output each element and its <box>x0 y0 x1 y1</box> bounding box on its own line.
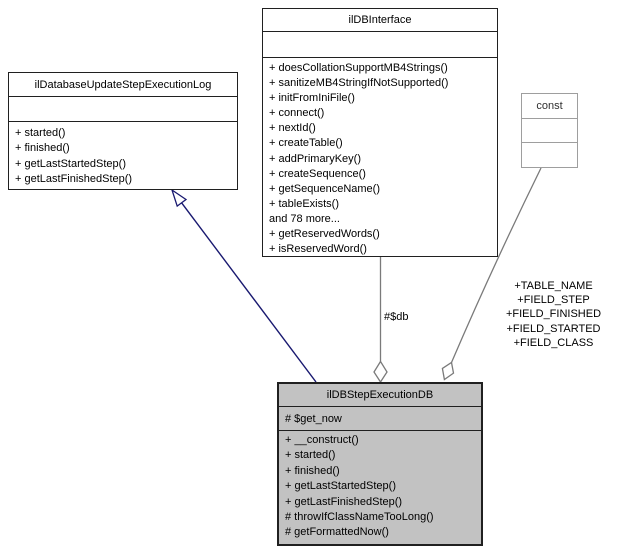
attributes-compartment <box>9 96 237 121</box>
method-label: and 78 more... <box>269 212 340 225</box>
method-label: + getReservedWords() <box>269 228 380 241</box>
method-label: + doesCollationSupportMB4Strings() <box>269 62 448 74</box>
method-label: + started() <box>15 127 66 139</box>
methods-compartment <box>522 142 577 166</box>
edge-label-const-fields: +TABLE_NAME+FIELD_STEP+FIELD_FINISHED+FI… <box>490 279 617 350</box>
method-label: + nextId() <box>269 122 316 135</box>
method-label: + started() <box>285 449 336 462</box>
method-label: + connect() <box>269 107 325 120</box>
attributes-compartment <box>522 118 577 142</box>
class-title: ilDBStepExecutionDB <box>326 389 434 401</box>
const-field-label: +FIELD_STEP <box>517 294 590 307</box>
method-label: + finished() <box>285 464 340 477</box>
attribute-label: # $get_now <box>285 413 342 425</box>
const-field-label: +FIELD_FINISHED <box>505 308 602 321</box>
class-title: ilDatabaseUpdateStepExecutionLog <box>34 78 212 91</box>
method-label: + createSequence() <box>269 167 366 180</box>
method-label: + isReservedWord() <box>269 243 367 256</box>
method-label: # throwIfClassNameTooLong() <box>285 511 434 524</box>
methods-compartment: + doesCollationSupportMB4Strings() + sani… <box>263 57 497 257</box>
method-label: + tableExists() <box>269 197 339 210</box>
method-label: + sanitizeMB4StringIfNotSupported() <box>269 77 449 90</box>
const-aggregation-edge-path <box>450 167 542 363</box>
const-field-label: +TABLE_NAME <box>514 280 593 292</box>
methods-compartment: + __construct() + started() + finished() + … <box>279 430 481 541</box>
class-title: ilDBInterface <box>348 14 412 26</box>
edge-label-db-member: #$db <box>384 311 409 323</box>
inheritance-arrowhead <box>170 188 188 208</box>
method-label: + finished() <box>15 142 70 155</box>
class-box-ildbinterface[interactable]: ilDBInterface + doesCollationSupportMB4S… <box>262 8 498 257</box>
method-label: + getLastStartedStep() <box>15 157 126 170</box>
class-box-const: const <box>521 93 578 168</box>
const-field-label: +FIELD_CLASS <box>513 336 594 349</box>
class-title: const <box>536 100 563 112</box>
const-field-label: +FIELD_STARTED <box>506 322 601 335</box>
method-label: # getFormattedNow() <box>285 526 389 539</box>
const-aggregation-diamond <box>441 361 455 381</box>
db-aggregation-diamond <box>373 360 388 384</box>
method-label: + getLastFinishedStep() <box>15 173 133 186</box>
attributes-compartment <box>263 31 497 57</box>
method-label: + initFromIniFile() <box>269 92 355 105</box>
method-label: + addPrimaryKey() <box>269 152 362 165</box>
method-label: + getLastStartedStep() <box>285 480 396 493</box>
class-box-ildatabaseupdatestepexecutionlog[interactable]: ilDatabaseUpdateStepExecutionLog + start… <box>8 72 238 190</box>
method-label: + getSequenceName() <box>269 182 380 195</box>
attributes-compartment: # $get_now <box>279 406 481 430</box>
inheritance-edge-line <box>181 202 317 383</box>
method-label: + getLastFinishedStep() <box>285 495 403 508</box>
methods-compartment: + started() + finished() + getLastStartedS… <box>9 121 237 188</box>
class-box-ildbstepexecutiondb: ilDBStepExecutionDB # $get_now + __const… <box>277 382 483 546</box>
method-label: + __construct() <box>285 434 359 446</box>
method-label: + createTable() <box>269 137 343 150</box>
